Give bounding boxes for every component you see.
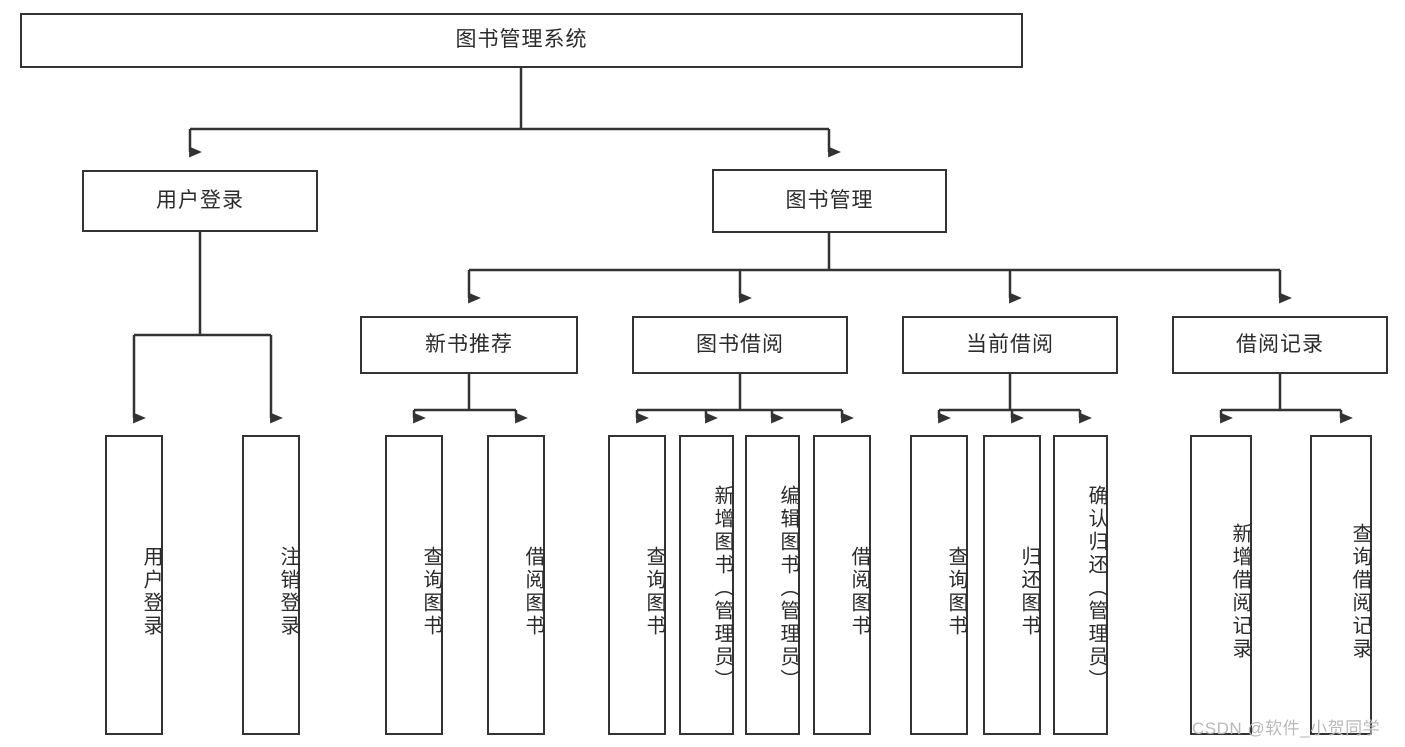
node-leaf-query-book-borrow-label: 查询图书 [643, 546, 665, 638]
node-leaf-query-book-cur[interactable]: 查询图书 [910, 435, 968, 735]
node-book-manage[interactable]: 图书管理 [712, 169, 947, 233]
node-leaf-edit-book-label: 编辑图书（管理员） [777, 484, 799, 692]
node-book-borrow[interactable]: 图书借阅 [632, 316, 848, 374]
node-new-book-recommend[interactable]: 新书推荐 [360, 316, 578, 374]
node-leaf-add-record[interactable]: 新增借阅记录 [1190, 435, 1252, 735]
node-leaf-query-book-cur-label: 查询图书 [945, 546, 967, 638]
node-leaf-borrow-book-rec[interactable]: 借阅图书 [487, 435, 545, 735]
node-current-borrow-label: 当前借阅 [966, 332, 1054, 356]
node-leaf-logout[interactable]: 注销登录 [242, 435, 300, 735]
node-leaf-query-book-rec[interactable]: 查询图书 [385, 435, 443, 735]
node-user-login-label: 用户登录 [156, 188, 244, 212]
node-leaf-borrow-book-rec-label: 借阅图书 [522, 546, 544, 638]
node-leaf-user-login[interactable]: 用户登录 [105, 435, 163, 735]
node-leaf-add-record-label: 新增借阅记录 [1229, 523, 1251, 661]
node-leaf-add-book[interactable]: 新增图书（管理员） [679, 435, 734, 735]
node-user-login[interactable]: 用户登录 [82, 170, 318, 232]
node-leaf-borrow-book-label: 借阅图书 [848, 546, 870, 638]
node-root-label: 图书管理系统 [455, 28, 588, 52]
node-leaf-query-record[interactable]: 查询借阅记录 [1310, 435, 1372, 735]
node-leaf-confirm-return-label: 确认归还（管理员） [1085, 484, 1107, 692]
node-leaf-confirm-return[interactable]: 确认归还（管理员） [1053, 435, 1108, 735]
node-book-borrow-label: 图书借阅 [696, 332, 784, 356]
node-root[interactable]: 图书管理系统 [20, 13, 1023, 68]
node-leaf-borrow-book[interactable]: 借阅图书 [813, 435, 871, 735]
node-book-manage-label: 图书管理 [785, 188, 874, 212]
node-borrow-record[interactable]: 借阅记录 [1172, 316, 1388, 374]
node-leaf-logout-label: 注销登录 [277, 546, 299, 638]
node-leaf-edit-book[interactable]: 编辑图书（管理员） [745, 435, 800, 735]
node-new-book-recommend-label: 新书推荐 [425, 332, 513, 356]
node-leaf-return-book[interactable]: 归还图书 [983, 435, 1041, 735]
node-leaf-add-book-label: 新增图书（管理员） [711, 484, 733, 692]
node-current-borrow[interactable]: 当前借阅 [902, 316, 1118, 374]
node-leaf-query-book-borrow[interactable]: 查询图书 [608, 435, 666, 735]
node-leaf-query-record-label: 查询借阅记录 [1349, 523, 1371, 661]
node-leaf-query-book-rec-label: 查询图书 [420, 546, 442, 638]
node-borrow-record-label: 借阅记录 [1236, 332, 1324, 356]
csdn-watermark: CSDN @软件_小贺同学 [1192, 719, 1381, 738]
node-leaf-return-book-label: 归还图书 [1018, 546, 1040, 638]
node-leaf-user-login-label: 用户登录 [140, 546, 162, 638]
